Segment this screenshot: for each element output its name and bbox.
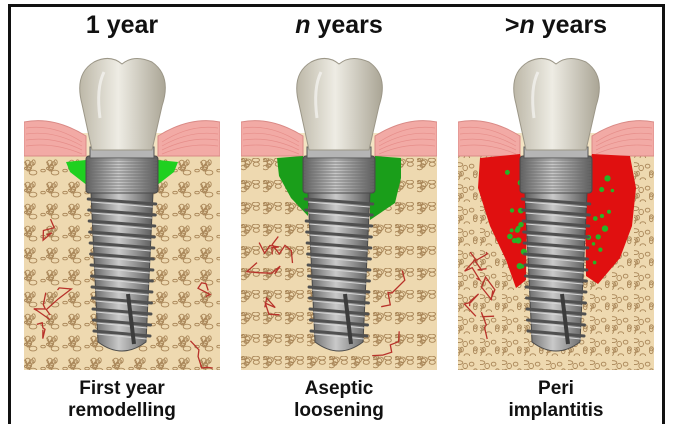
panel-title-1: 1 year xyxy=(24,8,220,42)
panel-title-3: >n years xyxy=(458,8,654,42)
panel-caption-1: First year remodelling xyxy=(24,378,220,422)
panel-caption-3-line2: implantitis xyxy=(458,400,654,422)
implant-collar xyxy=(86,156,158,193)
implant-illustration-1 xyxy=(24,48,220,370)
granulation-spot xyxy=(510,228,514,232)
panel-title-3-prefix: > xyxy=(505,11,520,39)
granulation-spot xyxy=(592,242,595,245)
panel-title-2: n years xyxy=(241,8,437,42)
granulation-spot xyxy=(510,208,514,212)
granulation-spot xyxy=(600,214,604,218)
panel-caption-3-line1: Peri xyxy=(458,378,654,400)
panel-caption-1-line2: remodelling xyxy=(24,400,220,422)
granulation-spot xyxy=(517,263,523,269)
implant-collar xyxy=(520,156,592,193)
panel-caption-2-line1: Aseptic xyxy=(241,378,437,400)
granulation-spot xyxy=(598,248,602,252)
implant-illustration-2 xyxy=(241,48,437,370)
panel-caption-3: Peri implantitis xyxy=(458,378,654,422)
gum-left xyxy=(458,121,520,156)
panel-caption-2-line2: loosening xyxy=(241,400,437,422)
granulation-spot xyxy=(507,234,513,240)
panel-caption-2: Aseptic loosening xyxy=(241,378,437,422)
crown xyxy=(514,58,600,150)
crown xyxy=(80,58,166,150)
granulation-spot xyxy=(602,225,608,231)
granulation-spot xyxy=(607,210,611,214)
panel-title-2-suffix: years xyxy=(310,11,382,39)
panel-title-2-n: n xyxy=(295,11,310,39)
granulation-spot xyxy=(593,216,598,221)
granulation-spot xyxy=(505,170,510,175)
granulation-spot xyxy=(515,237,521,243)
gum-right xyxy=(158,121,220,156)
panel-title-3-suffix: years xyxy=(535,11,607,39)
granulation-spot xyxy=(593,261,597,265)
crown xyxy=(297,58,383,150)
panel-title-3-n: n xyxy=(520,11,535,39)
panel-title-1-suffix: 1 year xyxy=(86,11,158,39)
granulation-spot xyxy=(604,175,610,181)
panel-caption-1-line1: First year xyxy=(24,378,220,400)
implant-illustration-3 xyxy=(458,48,654,370)
gum-right xyxy=(592,121,654,156)
implant-collar xyxy=(303,156,375,193)
granulation-spot xyxy=(599,187,604,192)
gum-left xyxy=(24,121,86,156)
granulation-spot xyxy=(611,189,615,193)
gum-left xyxy=(241,121,303,156)
granulation-spot xyxy=(596,234,601,239)
gum-right xyxy=(375,121,437,156)
granulation-spot xyxy=(518,222,524,228)
